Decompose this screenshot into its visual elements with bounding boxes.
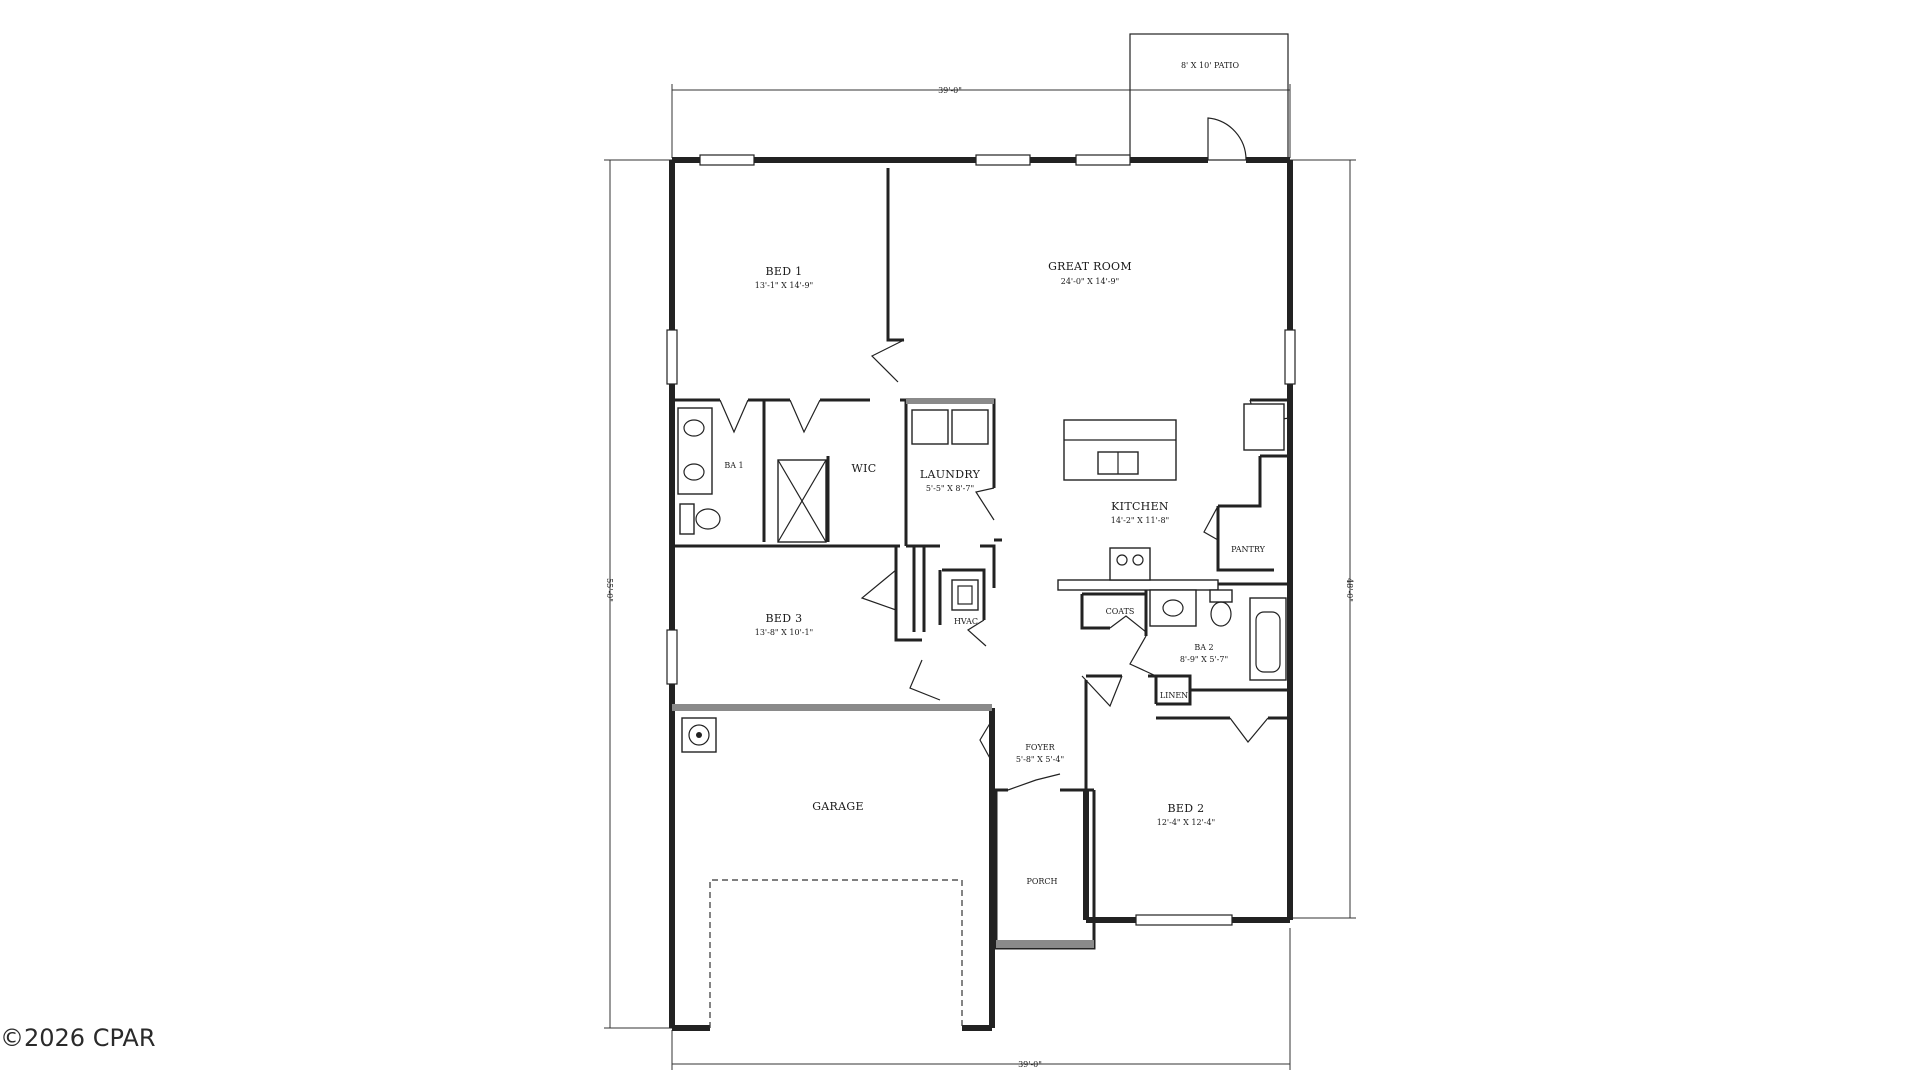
laundry-label: LAUNDRY xyxy=(920,468,981,481)
foyer-dim: 5'-8" X 5'-4" xyxy=(1016,755,1064,764)
laundry-wall-hatch xyxy=(906,398,994,404)
great-room-label: GREAT ROOM xyxy=(1048,260,1132,273)
washer xyxy=(911,409,949,445)
refrigerator xyxy=(1243,403,1285,451)
coats-label: COATS xyxy=(1106,607,1135,616)
dryer xyxy=(951,409,989,445)
garage-door-outline xyxy=(709,879,963,1028)
great-room-dim: 24'-0" X 14'-9" xyxy=(1061,277,1119,286)
wic-label: WIC xyxy=(852,462,877,475)
laundry-dim: 5'-5" X 8'-7" xyxy=(926,484,974,493)
interior-walls xyxy=(672,168,1290,792)
ba1-vanity xyxy=(677,407,713,495)
garage-wall-hatch xyxy=(672,704,992,711)
depth-left-dimension: 55'-0" xyxy=(605,578,614,602)
bed2-dim: 12'-4" X 12'-4" xyxy=(1157,818,1215,827)
kitchen-range xyxy=(1109,547,1151,581)
bed1-label: BED 1 xyxy=(766,265,803,278)
kitchen-counter xyxy=(1057,579,1219,591)
garage-label: GARAGE xyxy=(812,800,864,813)
width-top-dimension: 39'-0" xyxy=(938,86,962,95)
depth-right-dimension: 48'-0" xyxy=(1345,578,1354,602)
kitchen-dim: 14'-2" X 11'-8" xyxy=(1111,516,1169,525)
ba1-toilet xyxy=(679,503,695,535)
foyer-label: FOYER xyxy=(1025,743,1055,752)
patio-outline xyxy=(1129,33,1289,161)
room-labels: BED 1 13'-1" X 14'-9" GREAT ROOM 24'-0" … xyxy=(724,260,1265,886)
width-bottom-dimension: 39'-0" xyxy=(1018,1060,1042,1069)
linen-label: LINEN xyxy=(1160,691,1188,700)
kitchen-label: KITCHEN xyxy=(1111,500,1169,513)
bed2-label: BED 2 xyxy=(1168,802,1205,815)
bed3-dim: 13'-8" X 10'-1" xyxy=(755,628,813,637)
ba2-label: BA 2 xyxy=(1194,643,1213,652)
windows xyxy=(666,154,1296,926)
copyright-watermark: ©2026 CPAR xyxy=(0,1024,156,1052)
porch-label: PORCH xyxy=(1026,877,1057,886)
dimension-lines xyxy=(604,84,1356,1070)
patio-label: 8' X 10' PATIO xyxy=(1181,61,1239,70)
bed1-dim: 13'-1" X 14'-9" xyxy=(755,281,813,290)
porch-hatch xyxy=(996,940,1094,948)
pantry-label: PANTRY xyxy=(1231,545,1266,554)
ba1-label: BA 1 xyxy=(724,461,743,470)
bed3-label: BED 3 xyxy=(766,612,803,625)
ba2-vanity xyxy=(1149,589,1197,627)
water-heater xyxy=(681,717,717,753)
ba2-toilet xyxy=(1209,589,1233,603)
ba2-dim: 8'-9" X 5'-7" xyxy=(1180,655,1228,664)
hvac-label: HVAC xyxy=(954,617,978,626)
hvac-unit xyxy=(951,579,979,611)
exterior-walls xyxy=(669,157,1293,1031)
